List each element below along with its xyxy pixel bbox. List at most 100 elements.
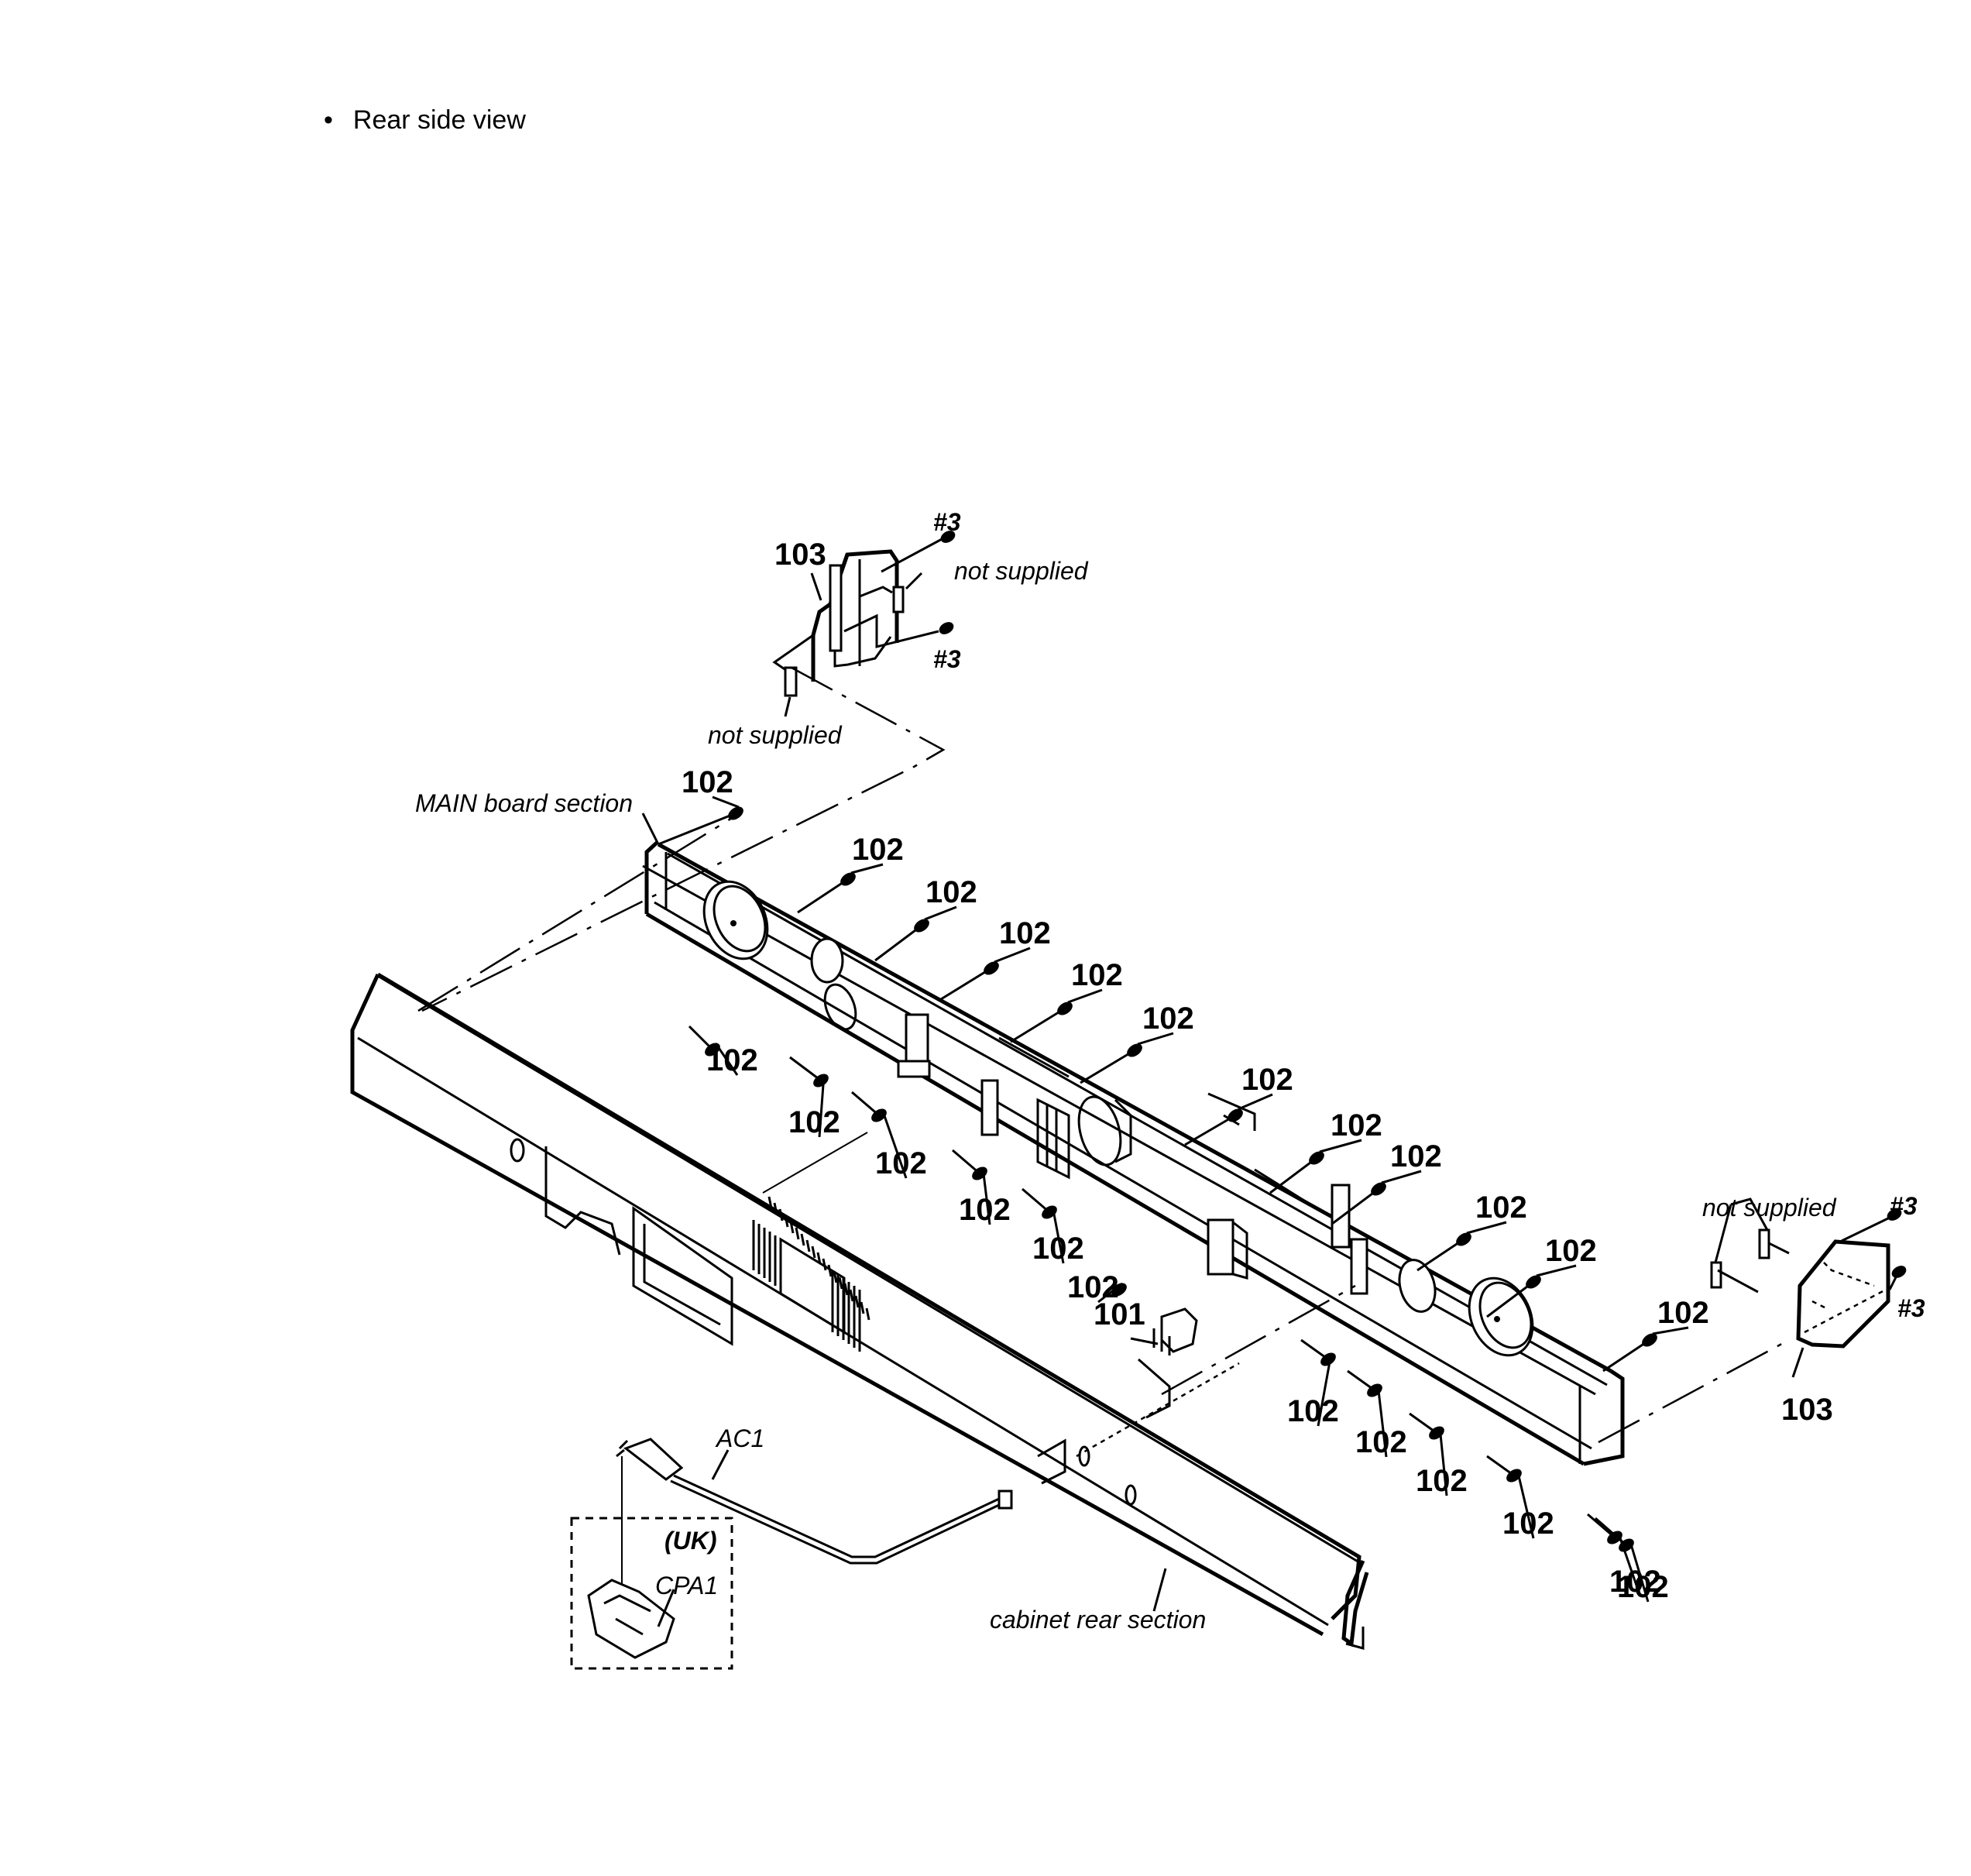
- callout-102: 102: [1347, 1369, 1407, 1459]
- leader-102: [818, 1074, 826, 1138]
- leader-102: [881, 1108, 908, 1179]
- label-103-left: 103: [774, 538, 826, 572]
- screw-102-icon: [1057, 1002, 1073, 1015]
- label-102: 102: [875, 1146, 927, 1180]
- label-3-top-left: #3: [933, 508, 961, 536]
- label-102: 102: [1416, 1464, 1468, 1498]
- leader-102: [994, 947, 1031, 964]
- guide-line-wire: [762, 1132, 868, 1194]
- leader-102: [1137, 1032, 1174, 1046]
- leader-102: [712, 795, 740, 809]
- screw-guide-line: [874, 924, 922, 962]
- tape-right-lower: [1710, 1261, 1722, 1289]
- label-102: 102: [706, 1043, 758, 1077]
- tape-not-supplied-left-upper: [859, 572, 923, 613]
- screw-guide-line: [789, 1056, 822, 1082]
- leader-102: [1652, 1326, 1689, 1335]
- label-not-supplied-left-lower: not supplied: [708, 721, 843, 749]
- leader-102: [850, 863, 884, 874]
- label-102: 102: [1617, 1570, 1669, 1604]
- callout-102: 102: [952, 1149, 1011, 1227]
- label-102: 102: [959, 1193, 1011, 1227]
- leader-cabinet-rear: [1152, 1568, 1167, 1612]
- title-text: Rear side view: [352, 105, 526, 135]
- screw-guide-line: [1595, 1517, 1627, 1547]
- screws-102-group: 1021021021021021021021021021021021021021…: [658, 765, 1709, 1604]
- callout-102: 102: [1184, 1063, 1293, 1146]
- label-102: 102: [682, 765, 733, 799]
- leader-102: [981, 1166, 991, 1225]
- callout-102: 102: [1022, 1187, 1084, 1266]
- label-cpa1: CPA1: [655, 1572, 718, 1599]
- leader-main-board: [641, 813, 660, 845]
- screw-102-icon: [984, 961, 999, 975]
- screw-guide-line: [1416, 1238, 1465, 1272]
- label-102: 102: [1502, 1507, 1554, 1541]
- callout-102: 102: [1587, 1513, 1661, 1599]
- label-cabinet-rear-section: cabinet rear section: [990, 1606, 1206, 1634]
- label-102: 102: [1067, 1270, 1119, 1304]
- leader-102: [1516, 1469, 1535, 1539]
- leader-103-right: [1791, 1347, 1804, 1378]
- label-uk: (UK): [664, 1527, 717, 1555]
- guide-line-jack: [1161, 1284, 1356, 1396]
- leader-102: [1466, 1221, 1507, 1235]
- screw-102-icon: [1228, 1108, 1243, 1122]
- screw-102-icon: [1320, 1352, 1336, 1366]
- screw-guide-line: [940, 967, 992, 1001]
- label-102: 102: [852, 833, 904, 867]
- label-102: 102: [1241, 1063, 1293, 1097]
- ac-cord-ac1: [616, 1438, 1013, 1565]
- label-102: 102: [1609, 1565, 1661, 1599]
- screw-102-icon: [1309, 1151, 1324, 1165]
- screw-guide-line: [688, 1025, 714, 1051]
- screw-guide-line: [1331, 1187, 1379, 1225]
- callout-102: 102: [940, 916, 1051, 1001]
- leader-102: [1238, 1093, 1273, 1111]
- label-102: 102: [1355, 1425, 1407, 1459]
- callout-102: 102: [1409, 1412, 1468, 1498]
- label-102: 102: [1287, 1394, 1339, 1428]
- screw-guide-line: [1184, 1114, 1236, 1146]
- label-ac1: AC1: [715, 1424, 764, 1452]
- screw-guide-line: [797, 878, 849, 914]
- label-102: 102: [1142, 1002, 1194, 1036]
- leader-102: [714, 1043, 739, 1076]
- label-not-supplied-left-upper: not supplied: [954, 557, 1089, 585]
- screw-102-icon: [728, 806, 743, 820]
- callout-102: 102: [1486, 1455, 1554, 1541]
- label-102: 102: [999, 916, 1051, 950]
- callout-102: 102: [851, 1091, 927, 1180]
- callout-102: 102: [1602, 1296, 1709, 1373]
- title-bullet: •: [324, 105, 333, 135]
- label-102: 102: [1657, 1296, 1709, 1330]
- screw-guide-line: [851, 1091, 880, 1117]
- callout-102: 102: [1416, 1191, 1527, 1272]
- leader-102: [1376, 1383, 1388, 1458]
- screw-102-icon: [1642, 1333, 1657, 1347]
- screw-102-icon: [1127, 1043, 1142, 1057]
- screw-guide-line: [1022, 1187, 1050, 1214]
- callout-102: 102: [1287, 1338, 1339, 1428]
- guide-line-cabinet-left: [417, 812, 740, 1012]
- callout-102: 102: [1331, 1139, 1442, 1225]
- callout-102: 102: [688, 1025, 758, 1077]
- leader-102: [924, 905, 957, 921]
- screw-102-icon: [1456, 1232, 1471, 1246]
- label-102: 102: [1390, 1139, 1442, 1173]
- jack-101: [1152, 1307, 1198, 1355]
- cabinet-rear-section: [350, 972, 1369, 1650]
- page-title: • Rear side view: [324, 105, 526, 136]
- leader-102: [1381, 1170, 1422, 1184]
- label-102: 102: [925, 875, 977, 909]
- label-102: 102: [1071, 958, 1123, 992]
- bracket-103-right: [1710, 1197, 1890, 1349]
- screw-3-bottom-right: [1888, 1266, 1907, 1290]
- label-3-bottom-left: #3: [933, 645, 961, 673]
- callout-102: 102: [797, 833, 904, 914]
- screw-guide-line: [1486, 1280, 1534, 1318]
- label-102: 102: [1032, 1232, 1084, 1266]
- leader-102: [1067, 988, 1103, 1004]
- guide-line-cord: [1076, 1362, 1240, 1458]
- label-102: 102: [1331, 1108, 1382, 1142]
